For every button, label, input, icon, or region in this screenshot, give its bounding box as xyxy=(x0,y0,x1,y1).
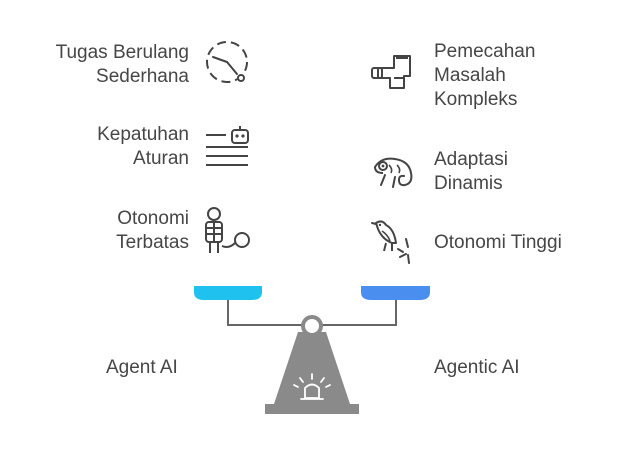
left-pan xyxy=(194,286,262,300)
robot-rules-icon xyxy=(204,126,252,170)
right-item-3-label: Otonomi Tinggi xyxy=(434,231,562,255)
left-item-3-label: Otonomi Terbatas xyxy=(116,207,189,255)
agent-ai-label: Agent AI xyxy=(106,357,178,378)
clock-icon xyxy=(203,38,253,88)
left-item-3-line1: Otonomi xyxy=(117,208,189,229)
left-item-2-line2: Aturan xyxy=(133,148,189,169)
left-item-1-line2: Sederhana xyxy=(96,66,189,87)
bird-icon xyxy=(370,217,418,267)
left-item-2-line1: Kepatuhan xyxy=(97,124,189,145)
right-item-3-line1: Otonomi Tinggi xyxy=(434,232,562,253)
right-pan xyxy=(361,286,430,300)
left-item-1-label: Tugas Berulang Sederhana xyxy=(56,41,189,89)
left-item-2-label: Kepatuhan Aturan xyxy=(97,123,189,171)
right-item-2-line1: Adaptasi xyxy=(434,149,508,170)
right-item-1-line2: Masalah xyxy=(434,65,506,86)
alarm-light-icon xyxy=(293,373,331,400)
right-item-1-line1: Pemecahan xyxy=(434,41,536,62)
scale-foot xyxy=(265,404,359,414)
balance-scale xyxy=(190,282,440,422)
tethered-astronaut-icon xyxy=(203,205,255,257)
right-item-1-label: Pemecahan Masalah Kompleks xyxy=(434,40,535,112)
right-item-1-line3: Kompleks xyxy=(434,89,518,110)
pipe-puzzle-icon xyxy=(370,48,422,96)
agentic-ai-label: Agentic AI xyxy=(434,357,520,378)
left-item-1-line1: Tugas Berulang xyxy=(55,42,189,63)
right-item-2-line2: Dinamis xyxy=(434,173,503,194)
chameleon-icon xyxy=(371,153,421,193)
right-item-2-label: Adaptasi Dinamis xyxy=(434,148,508,196)
scale-base xyxy=(274,332,350,404)
left-item-3-line2: Terbatas xyxy=(116,232,189,253)
scale-pivot xyxy=(301,315,323,337)
